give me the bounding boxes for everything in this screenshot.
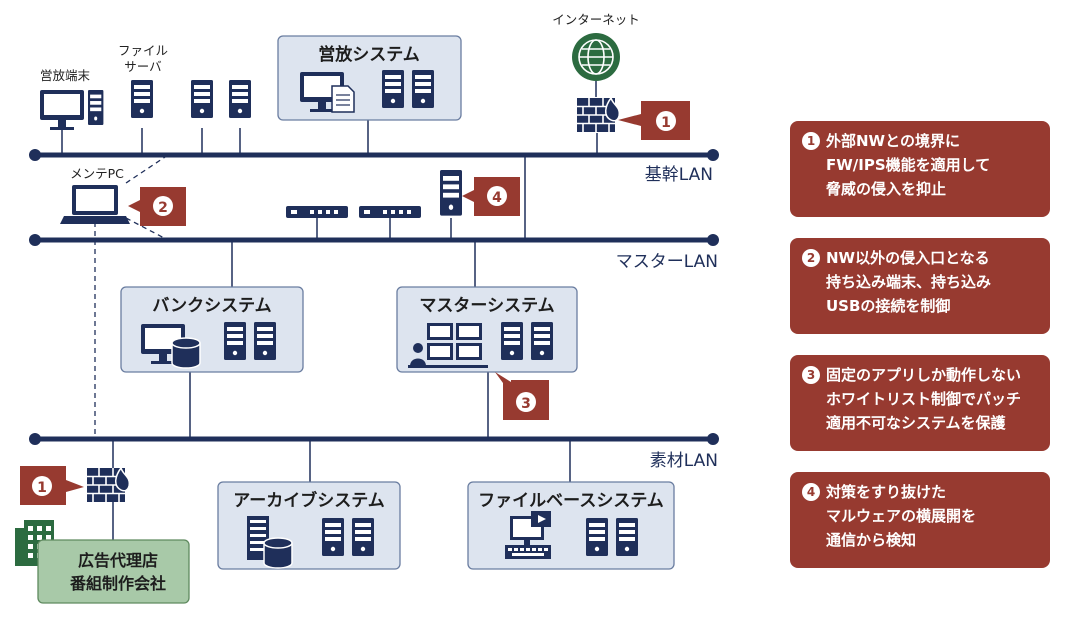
- server-icon: [131, 80, 153, 118]
- broadcast-system-box: 営放システム: [277, 35, 462, 121]
- monitor-icon: [40, 90, 84, 130]
- bank-system-title: バンクシステム: [152, 296, 271, 316]
- badge-2: 2: [128, 187, 186, 226]
- document-icon: [331, 85, 355, 113]
- operator-icon: [408, 323, 488, 368]
- badge-1-bottom-number: 1: [37, 480, 47, 496]
- broadcast-terminal-label: 営放端末: [40, 68, 91, 83]
- file-server-label-line1: ファイル: [118, 43, 168, 58]
- server-icon: [440, 170, 462, 216]
- badge-2-number: 2: [158, 200, 168, 216]
- badge-3: 3: [495, 372, 549, 420]
- badge-4-number: 4: [492, 190, 502, 206]
- note-2-line-2: 持ち込み端末、持ち込み: [826, 273, 992, 291]
- server-icon: [191, 80, 213, 118]
- server-icon: [88, 90, 104, 125]
- switch-icon: [359, 206, 421, 218]
- badge-1-top: 1: [618, 101, 690, 140]
- video-terminal-icon: [505, 511, 551, 559]
- server-icon: [616, 518, 638, 556]
- server-icon: [229, 80, 251, 118]
- material-lan-label: 素材LAN: [650, 451, 718, 471]
- maintenance-dashed-links: [94, 154, 169, 439]
- archive-system-box: アーカイブシステム: [217, 481, 401, 570]
- material-lan-line: [29, 433, 719, 445]
- master-lan-line: [29, 234, 719, 246]
- server-icon: [224, 322, 246, 360]
- note-3-number: 3: [802, 366, 820, 384]
- server-icon: [254, 322, 276, 360]
- note-4-line-3: 通信から検知: [826, 531, 917, 549]
- server-icon: [531, 322, 553, 360]
- backbone-lan-line: [29, 149, 719, 161]
- database-icon: [171, 337, 201, 369]
- database-icon: [263, 537, 293, 569]
- filebase-system-box: ファイルベースシステム: [467, 481, 675, 570]
- server-icon: [382, 70, 404, 108]
- broadcast-system-title: 営放システム: [318, 44, 420, 65]
- note-2-number: 2: [802, 249, 820, 267]
- agency-label-line1: 広告代理店: [78, 551, 158, 570]
- agency-label-line2: 番組制作会社: [69, 574, 166, 593]
- badge-3-number: 3: [521, 396, 531, 412]
- server-icon: [322, 518, 344, 556]
- badge-1-bottom: 1: [20, 466, 84, 505]
- maintenance-pc-label: メンテPC: [70, 166, 124, 181]
- note-2-line-3: USBの接続を制御: [826, 297, 951, 315]
- badge-1-top-number: 1: [661, 115, 671, 131]
- filebase-system-title: ファイルベースシステム: [478, 491, 664, 511]
- master-lan-label: マスターLAN: [616, 252, 718, 272]
- file-server-label-line2: サーバ: [124, 59, 161, 74]
- network-diagram: 基幹LAN マスターLAN 素材LAN インターネット: [15, 12, 719, 604]
- laptop-icon: [60, 185, 130, 224]
- server-icon: [412, 70, 434, 108]
- firewall-icon: [86, 467, 131, 503]
- backbone-lan-label: 基幹LAN: [645, 164, 713, 185]
- globe-icon: [572, 33, 620, 81]
- archive-system-title: アーカイブシステム: [233, 490, 384, 511]
- note-1-line-2: FW/IPS機能を適用して: [826, 156, 991, 174]
- bank-system-box: バンクシステム: [120, 286, 304, 373]
- connection-lines: [61, 120, 598, 482]
- badge-4: 4: [462, 177, 520, 216]
- note-3-line-2: ホワイトリスト制御でパッチ: [826, 390, 1022, 408]
- note-1-number: 1: [802, 132, 820, 150]
- note-4-line-2: マルウェアの横展開を: [826, 507, 977, 525]
- master-system-box: マスターシステム: [396, 286, 578, 373]
- master-system-title: マスターシステム: [419, 296, 554, 316]
- note-4-number: 4: [802, 483, 820, 501]
- switch-icon: [286, 206, 348, 218]
- note-1-line-3: 脅威の侵入を抑止: [826, 180, 947, 198]
- firewall-icon: [576, 97, 621, 133]
- server-icon: [352, 518, 374, 556]
- agency-box: 広告代理店 番組制作会社: [37, 539, 190, 604]
- internet-label: インターネット: [552, 12, 640, 27]
- note-3-line-3: 適用不可なシステムを保護: [826, 414, 1006, 432]
- server-icon: [586, 518, 608, 556]
- server-icon: [501, 322, 523, 360]
